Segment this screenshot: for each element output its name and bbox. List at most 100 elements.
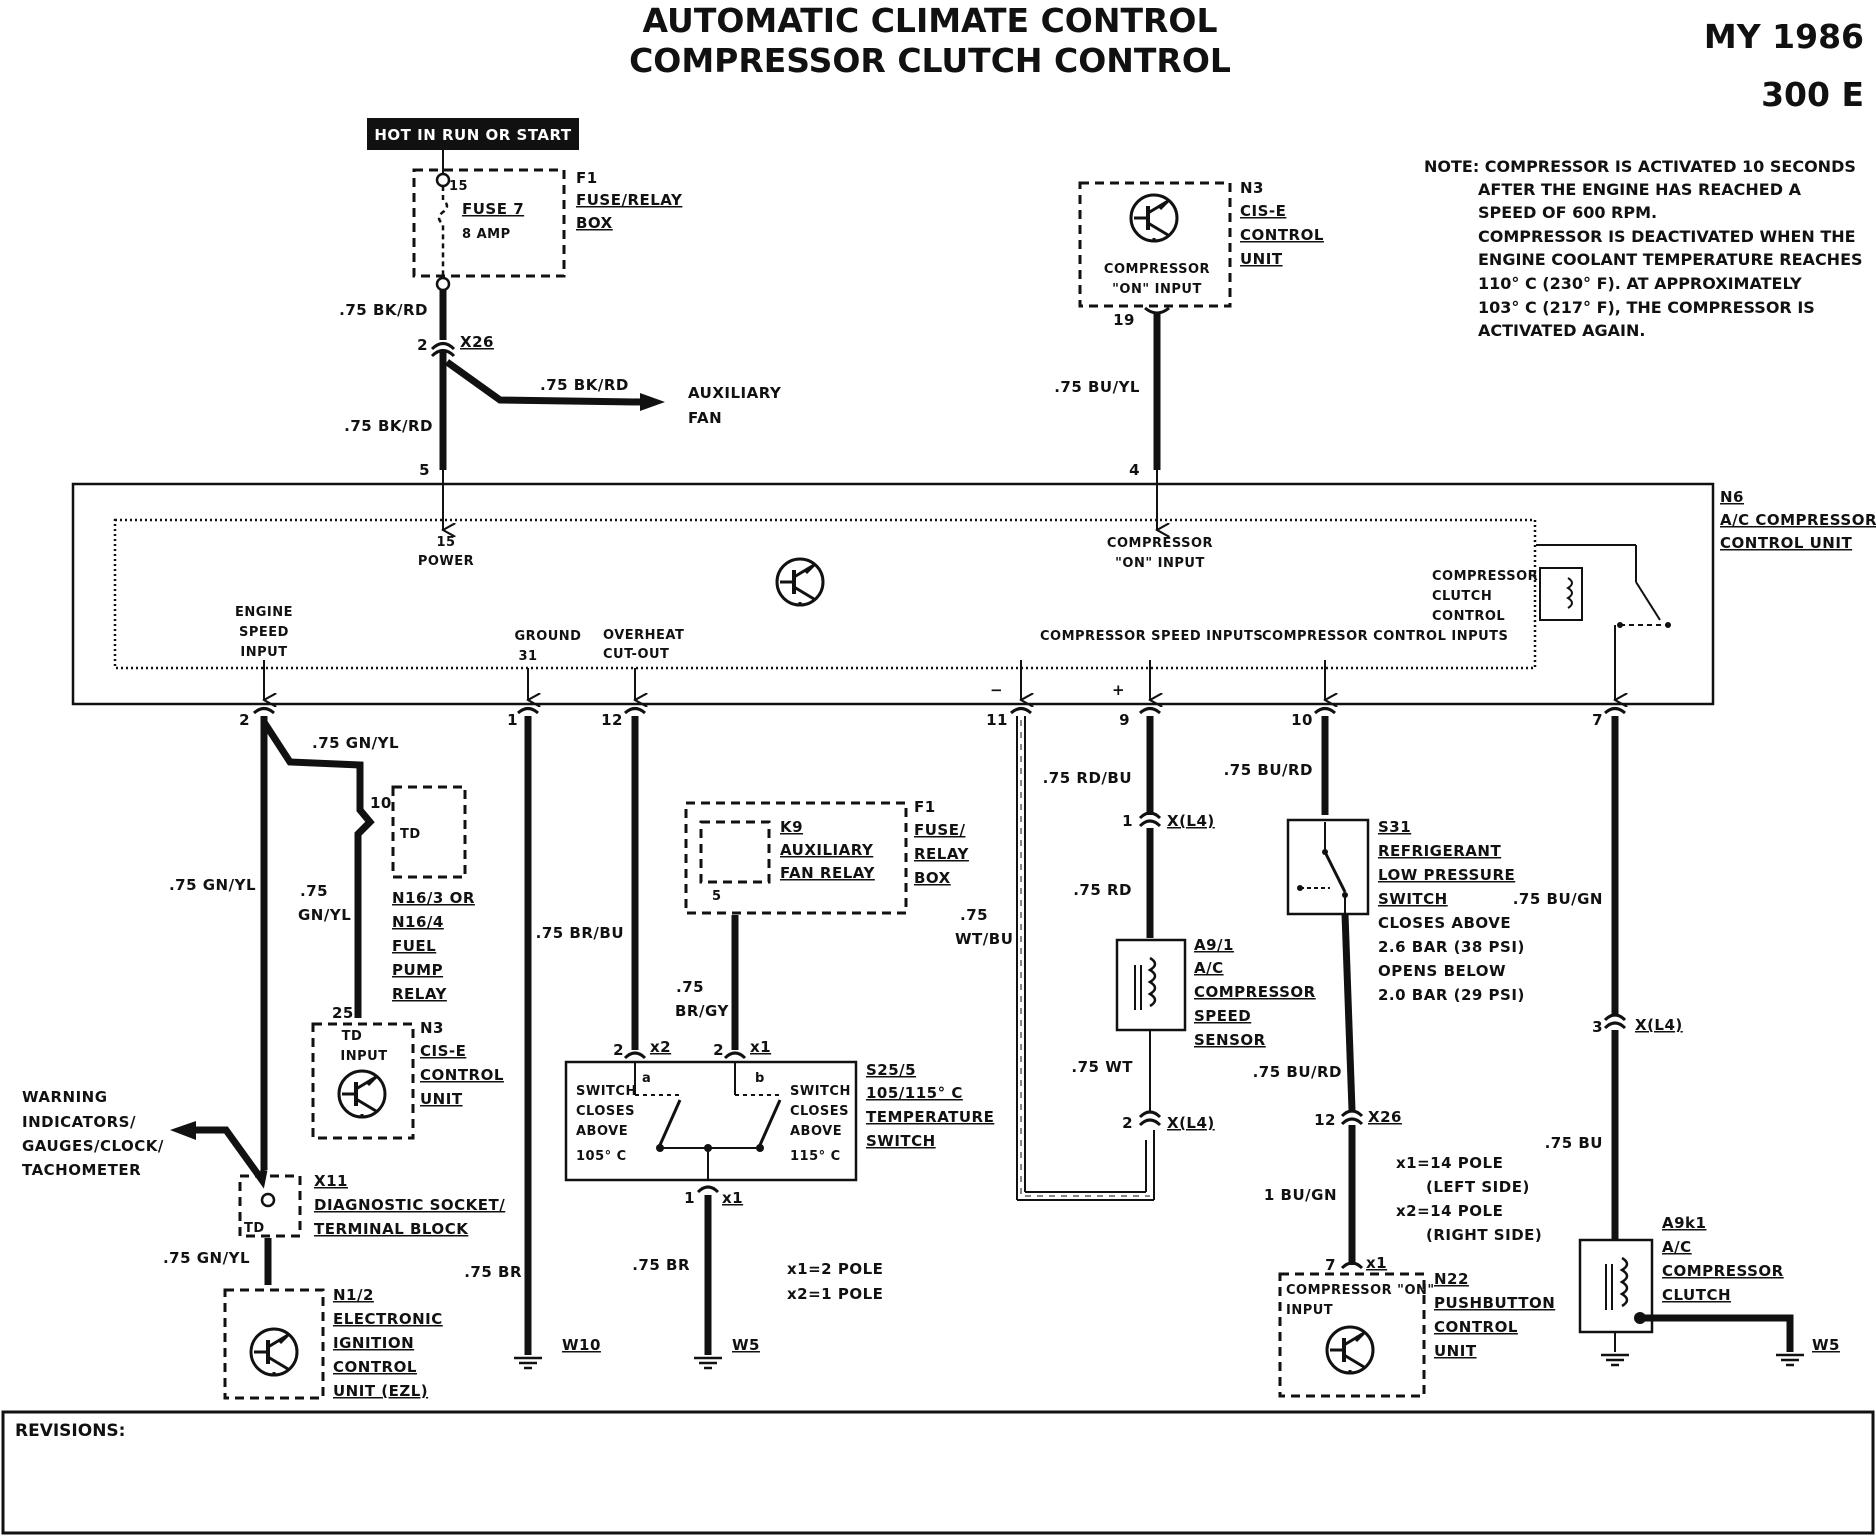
- wire-gnyl-3a: .75: [300, 882, 328, 900]
- n6-outer-box: [71, 482, 1715, 706]
- n12-name-4: UNIT (EZL): [333, 1382, 428, 1400]
- s31-name-2: LOW PRESSURE: [1378, 866, 1515, 884]
- model-year: MY 1986: [1704, 17, 1864, 56]
- a9k1-name-3: CLUTCH: [1662, 1286, 1731, 1304]
- n12-box: [223, 1288, 325, 1400]
- wire-bu: .75 BU: [1545, 1134, 1603, 1152]
- n3-top-inner-2: "ON" INPUT: [1112, 282, 1202, 297]
- wire-br-1: .75 BR: [464, 1263, 522, 1281]
- s25-id: S25/5: [866, 1061, 916, 1079]
- s25-poles-2: x2=1 POLE: [787, 1285, 883, 1303]
- wire-bkrd-2: .75 BK/RD: [540, 376, 629, 394]
- wire-bugn-2: .75 BU/GN: [1513, 890, 1603, 908]
- ground-w10: W10: [562, 1336, 601, 1354]
- n6-power-2: POWER: [418, 554, 474, 569]
- wire-gnyl-1: .75 GN/YL: [312, 734, 399, 752]
- connector-x26: [430, 342, 456, 351]
- wire-buyl: .75 BU/YL: [1054, 378, 1140, 396]
- ground-w5b: W5: [1812, 1336, 1840, 1354]
- wire-wtbu-2: WT/BU: [955, 930, 1013, 948]
- pin-2: 2: [239, 711, 250, 729]
- k9-pin: 5: [712, 889, 722, 904]
- n3-bottom-box: [311, 1022, 415, 1140]
- wire-rdbu: .75 RD/BU: [1043, 769, 1132, 787]
- a911-id: A9/1: [1194, 936, 1234, 954]
- n6-minus: −: [990, 681, 1003, 699]
- a911-name-4: SENSOR: [1194, 1031, 1266, 1049]
- fuse-7-label: FUSE 7: [462, 200, 524, 218]
- fuse-amp-label: 8 AMP: [462, 227, 511, 242]
- n6-name-1: A/C COMPRESSOR: [1720, 511, 1876, 529]
- note-line: 110° C (230° F). AT APPROXIMATELY: [1478, 274, 1802, 293]
- s25-name-2: TEMPERATURE: [866, 1108, 994, 1126]
- td-relay-id-1: N16/3 OR: [392, 889, 475, 907]
- wire-bkrd-3: .75 BK/RD: [344, 417, 433, 435]
- x26b-pin: 12: [1314, 1111, 1336, 1129]
- s25-left-2: CLOSES: [576, 1104, 635, 1119]
- s25-x1-pin: 2: [713, 1041, 724, 1059]
- s25-right-3: ABOVE: [790, 1124, 842, 1139]
- k9-name-1: AUXILIARY: [780, 841, 874, 859]
- hot-label: HOT IN RUN OR START: [374, 126, 572, 144]
- n3-top-name-1: CIS-E: [1240, 202, 1286, 220]
- warning-1: WARNING: [22, 1088, 108, 1106]
- s25-x1: x1: [750, 1038, 771, 1056]
- wire-gnyl-2: .75 GN/YL: [169, 876, 256, 894]
- fuel-pump-relay-box: [391, 785, 467, 879]
- n6-power-1: 15: [436, 535, 455, 550]
- note-line: 103° C (217° F), THE COMPRESSOR IS: [1478, 298, 1815, 317]
- wire-brgy-1: .75: [676, 978, 704, 996]
- n3-bottom-name-3: UNIT: [420, 1090, 463, 1108]
- warning-4: TACHOMETER: [22, 1161, 141, 1179]
- s31-switch-symbol: [1297, 822, 1348, 914]
- a911-name-2: COMPRESSOR: [1194, 983, 1316, 1001]
- wire-rd: .75 RD: [1073, 881, 1132, 899]
- n22-inner-2: INPUT: [1286, 1303, 1333, 1318]
- f1-name-1: FUSE/RELAY: [576, 191, 683, 209]
- x11-inner: TD: [244, 1221, 265, 1236]
- pin-9: 9: [1119, 711, 1130, 729]
- k9-f1-id: F1: [914, 798, 936, 816]
- xl4-a-pin: 1: [1122, 812, 1133, 830]
- n6-comp-on-2: "ON" INPUT: [1115, 556, 1205, 571]
- note-line: SPEED OF 600 RPM.: [1478, 203, 1657, 222]
- n22-name-1: PUSHBUTTON: [1434, 1294, 1555, 1312]
- n6-id: N6: [1720, 488, 1744, 506]
- n6-inner-box: [113, 518, 1537, 670]
- wire-burd-1: .75 BU/RD: [1224, 761, 1313, 779]
- f1-name-2: BOX: [576, 214, 613, 232]
- a911-name-1: A/C: [1194, 959, 1224, 977]
- a9k1-xl4-pin: 3: [1592, 1018, 1603, 1036]
- s31-spec-2: 2.6 BAR (38 PSI): [1378, 938, 1525, 956]
- a9k1-id: A9k1: [1662, 1214, 1706, 1232]
- x26b-id: X26: [1368, 1108, 1402, 1126]
- wire-burd-2: .75 BU/RD: [1253, 1063, 1342, 1081]
- n6-engine-speed-2: SPEED: [239, 625, 289, 640]
- s25-right-2: CLOSES: [790, 1104, 849, 1119]
- n6-ground-2: 31: [518, 649, 537, 664]
- n6-bottom-arrows: [264, 660, 1325, 700]
- warning-arrow: [170, 1121, 196, 1140]
- s25-right-4: 115° C: [790, 1149, 841, 1164]
- td-relay-name-3: RELAY: [392, 985, 448, 1003]
- wire-bkrd-1: .75 BK/RD: [339, 301, 428, 319]
- n6-transistor-icon: [775, 557, 825, 607]
- xl4-b: X(L4): [1167, 1114, 1215, 1132]
- n22-name-3: UNIT: [1434, 1342, 1477, 1360]
- n12-name-1: ELECTRONIC: [333, 1310, 443, 1328]
- s25-box: [564, 1060, 858, 1182]
- aux-fan-arrow: [640, 393, 665, 411]
- pin-10: 10: [1291, 711, 1313, 729]
- n6-overheat-1: OVERHEAT: [603, 628, 684, 643]
- f1-relay-box: [684, 801, 908, 915]
- n3-top-name-2: CONTROL: [1240, 226, 1324, 244]
- poles2-2: (LEFT SIDE): [1426, 1178, 1530, 1196]
- a9k1-name-2: COMPRESSOR: [1662, 1262, 1784, 1280]
- wire-br-2: .75 BR: [632, 1256, 690, 1274]
- n3-bottom-inner-2: INPUT: [340, 1049, 387, 1064]
- note-block: NOTE: COMPRESSOR IS ACTIVATED 10 SECONDS…: [1424, 157, 1863, 340]
- n6-plus: +: [1112, 681, 1125, 699]
- s31-name-1: REFRIGERANT: [1378, 842, 1501, 860]
- aux-fan-label-1: AUXILIARY: [688, 384, 782, 402]
